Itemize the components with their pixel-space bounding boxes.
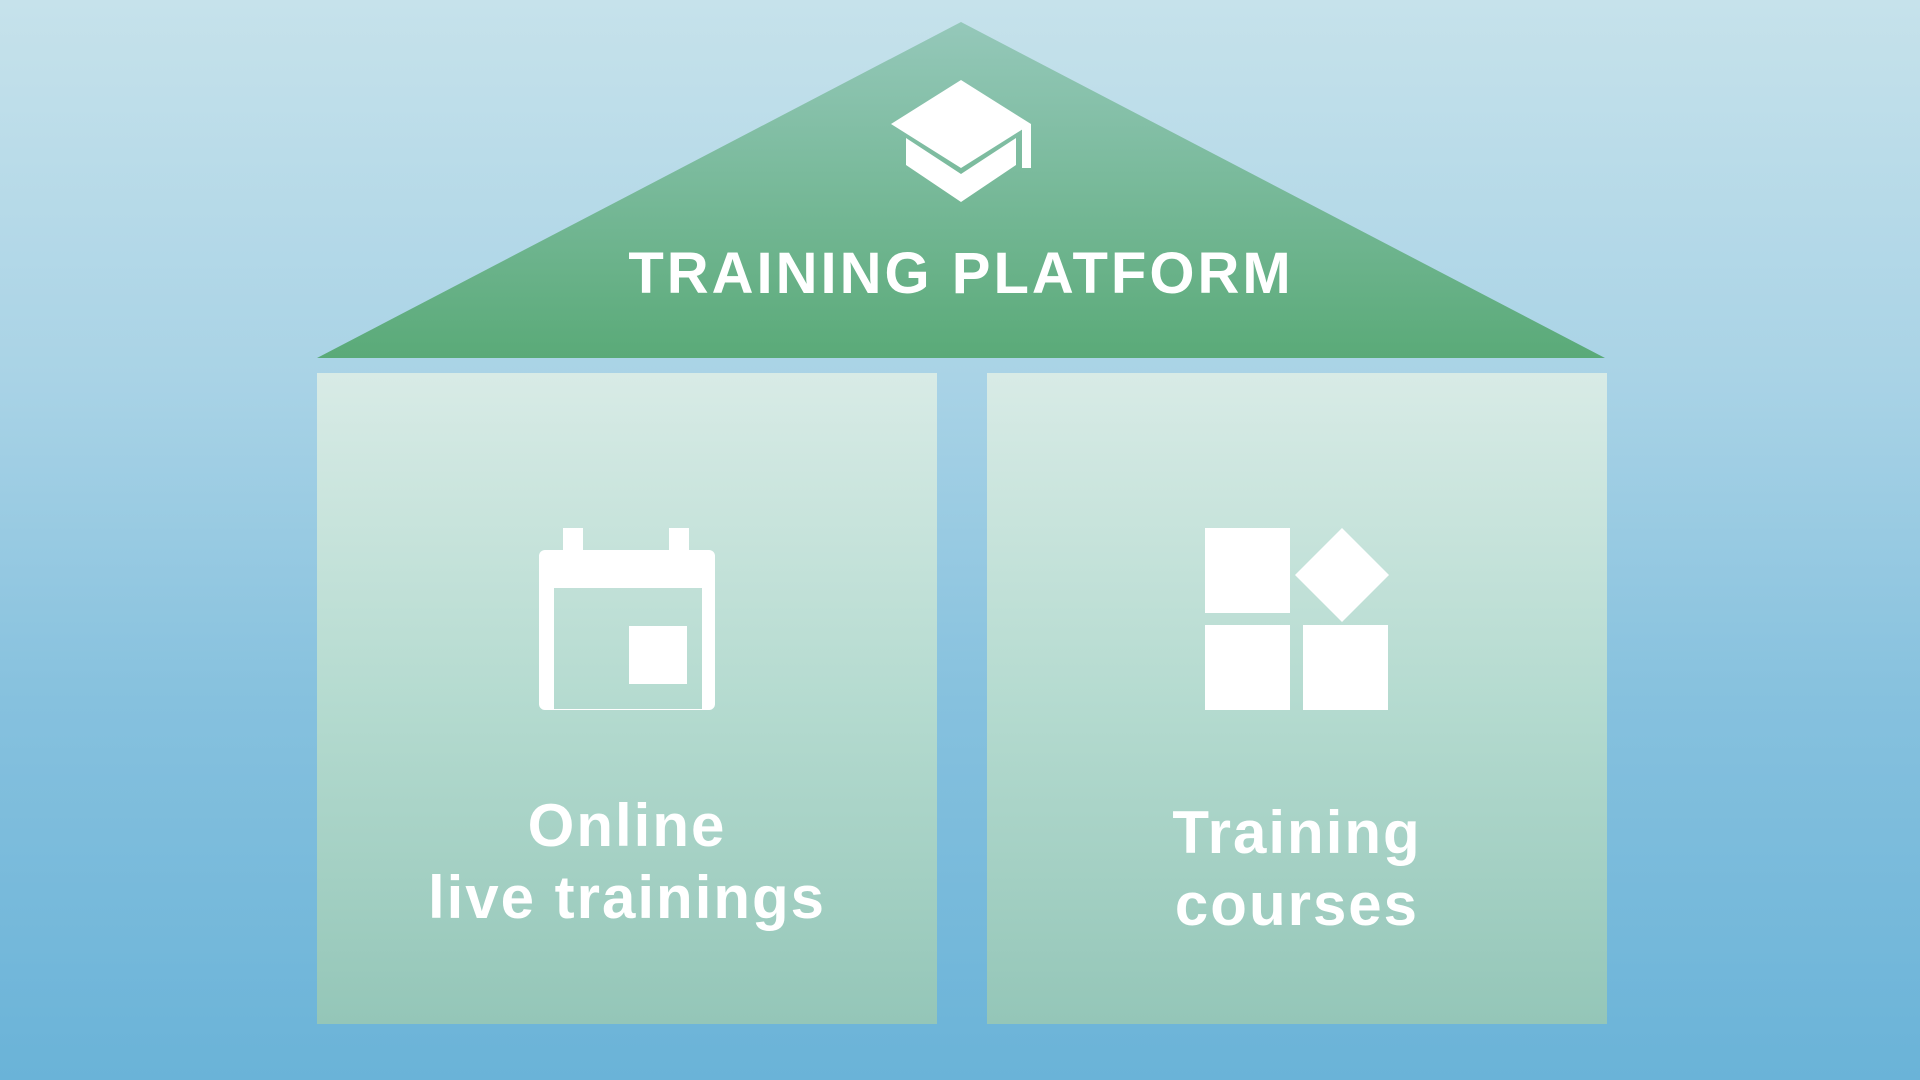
label-line-2: courses [1174, 871, 1420, 938]
blocks-icon [1205, 528, 1389, 710]
label-line-1: Training [1172, 799, 1422, 866]
graduation-cap-icon [891, 80, 1031, 202]
label-line-2: live trainings [427, 864, 827, 931]
pillar-online-live-trainings: Online live trainings [317, 373, 937, 1024]
platform-title: TRAINING PLATFORM [628, 241, 1294, 306]
pillar-training-courses: Training courses [987, 373, 1607, 1024]
calendar-icon [539, 528, 715, 710]
pillar-label: Training courses [987, 797, 1607, 941]
pillar-label: Online live trainings [317, 790, 937, 934]
label-line-1: Online [527, 792, 727, 859]
